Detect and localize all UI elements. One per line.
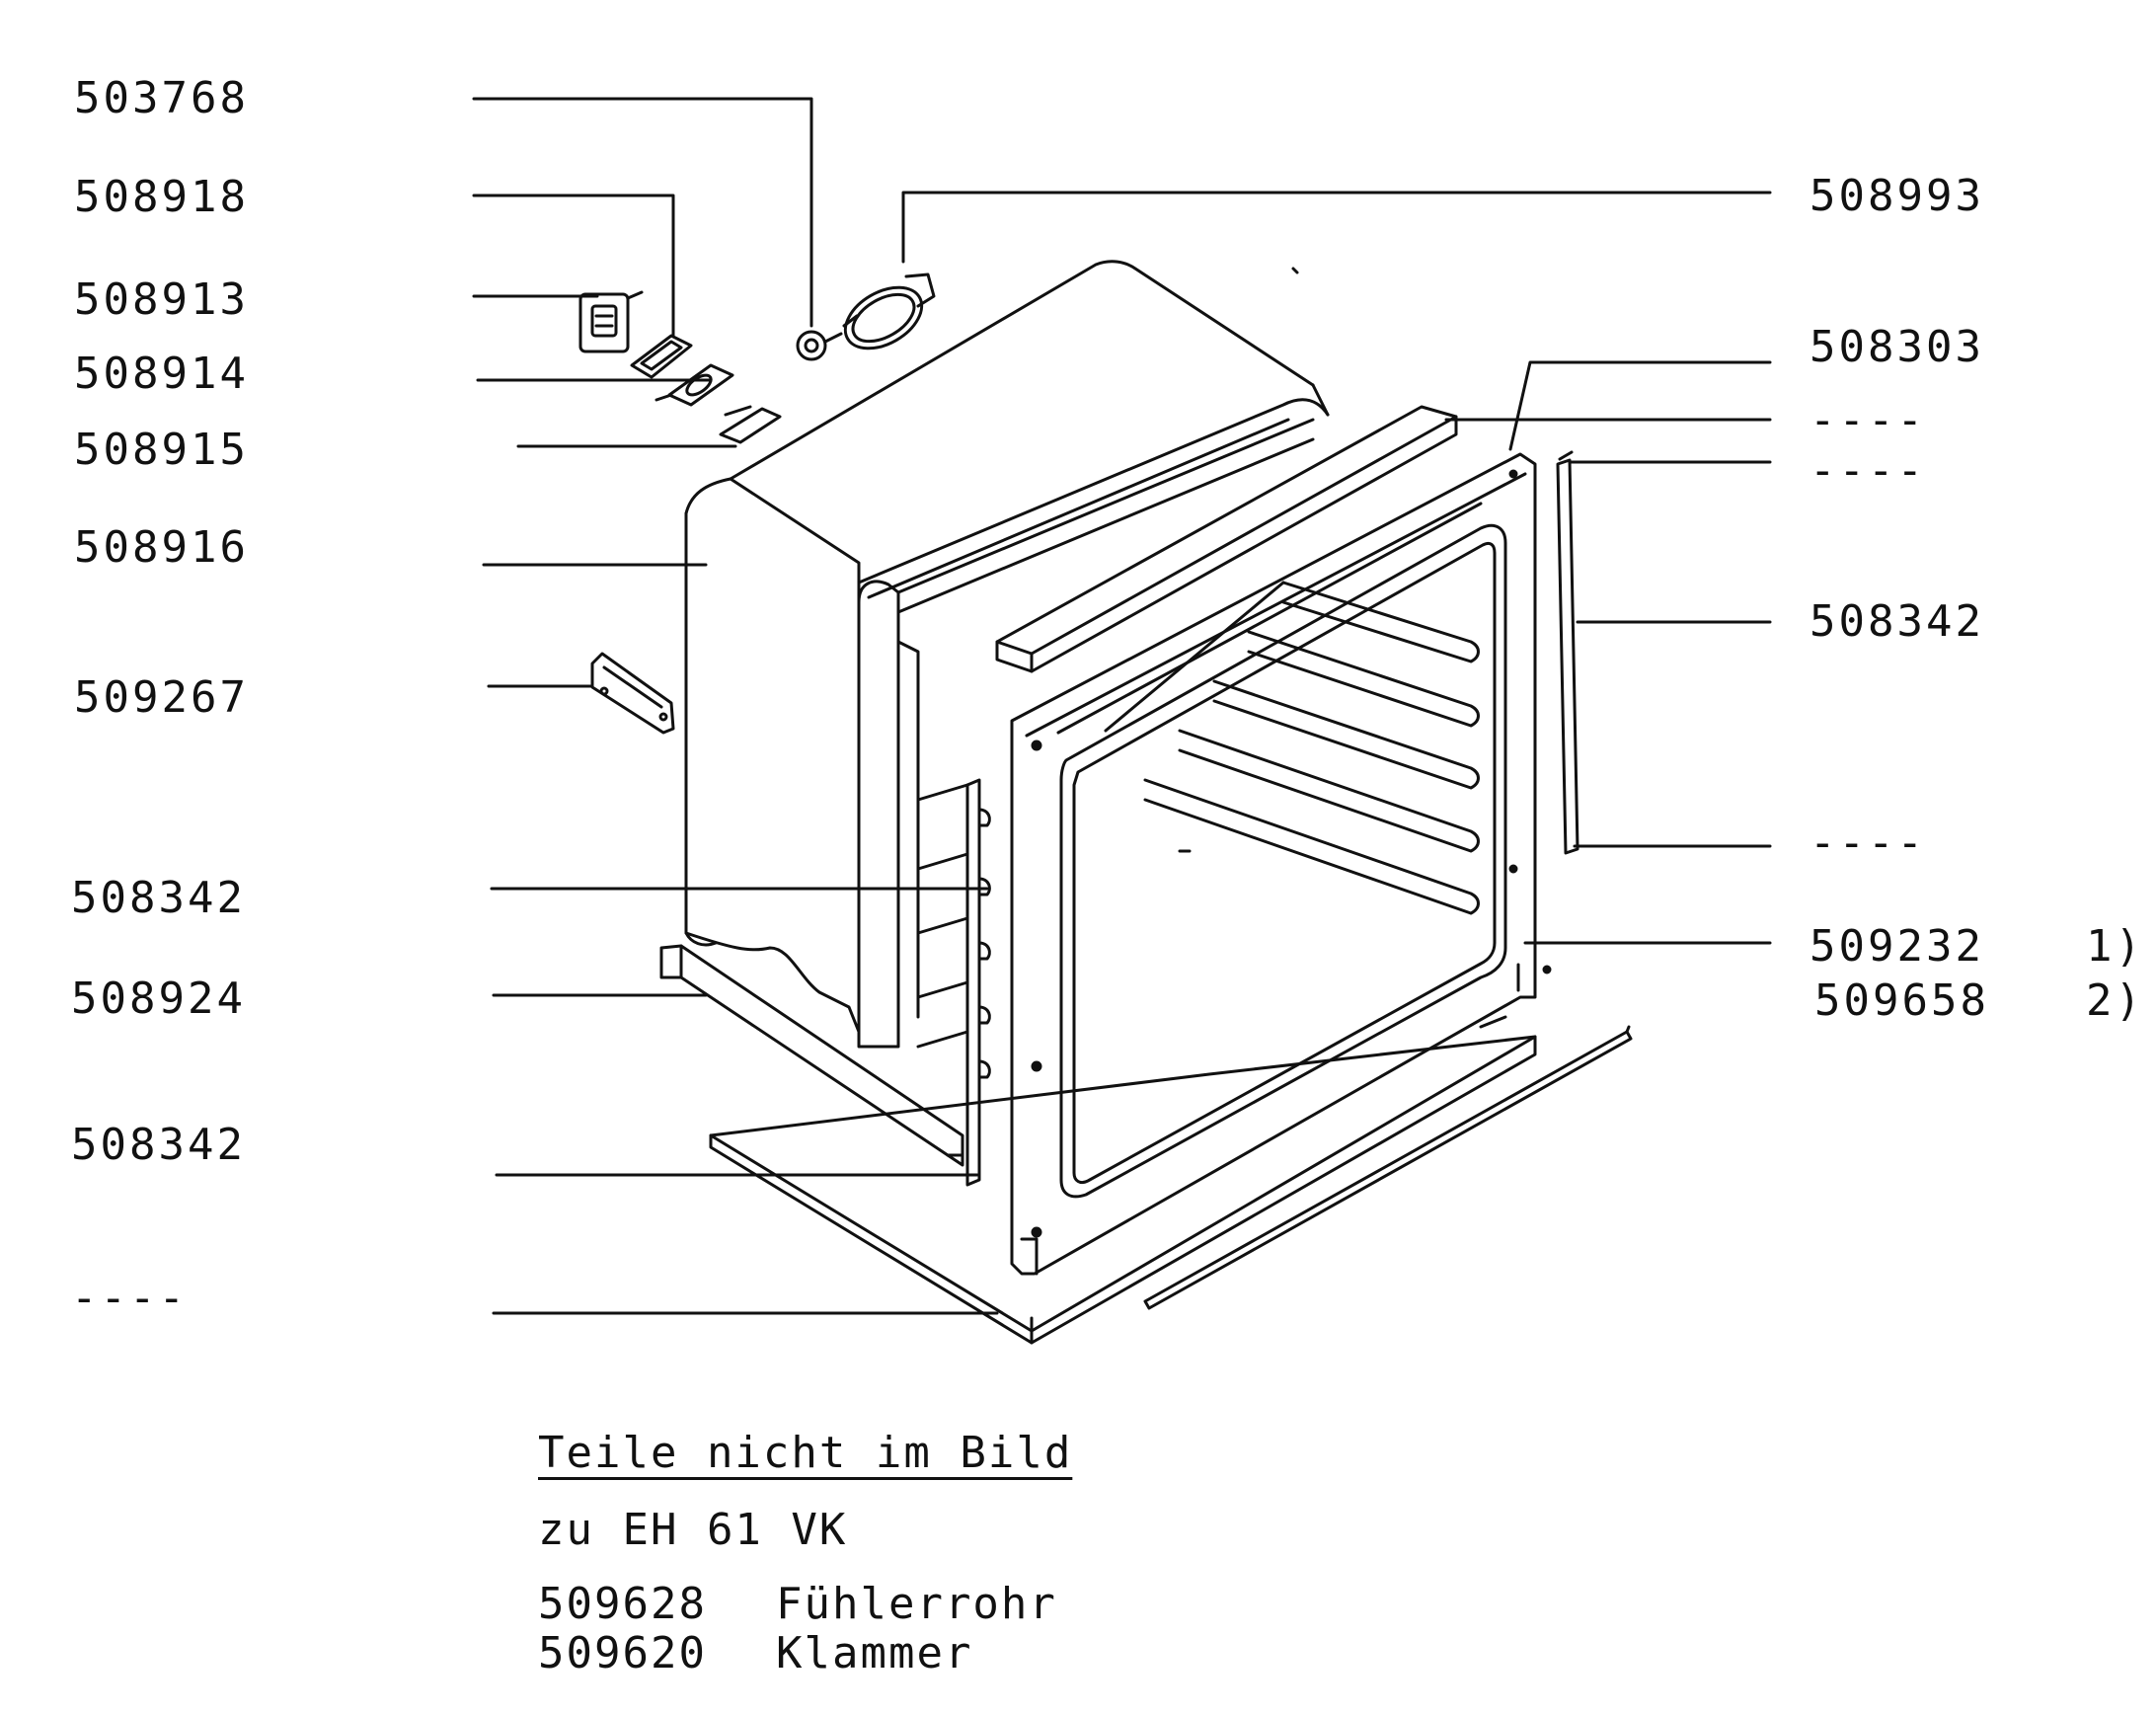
notes-item-part-1: 509628	[538, 1579, 707, 1629]
leader-508303	[1510, 362, 1770, 449]
label-508993: 508993	[1810, 171, 1984, 221]
leader-lines-right	[903, 193, 1770, 943]
label-509267: 509267	[74, 672, 249, 723]
label-dash-r2: ----	[1810, 445, 1926, 496]
gasket-508918	[632, 336, 691, 377]
leader-503768	[474, 99, 811, 326]
label-508342-b: 508342	[71, 1120, 246, 1170]
footnote-mark-1: 1)	[2086, 921, 2144, 972]
rod-bottom	[1145, 1027, 1631, 1308]
label-509658: 509658	[1814, 975, 1989, 1026]
label-dash-r1: ----	[1810, 395, 1926, 445]
socket-508913	[580, 292, 642, 351]
label-508915: 508915	[74, 425, 249, 475]
notes-item-part-2: 509620	[538, 1628, 707, 1678]
notes-item-name-2: Klammer	[776, 1628, 973, 1678]
footnote-mark-2: 2)	[2086, 975, 2144, 1026]
side-rack-right-508342	[1558, 452, 1578, 853]
label-508342-c: 508342	[1810, 596, 1984, 647]
label-508918: 508918	[74, 172, 249, 222]
label-508913: 508913	[74, 274, 249, 325]
base-tray	[711, 1017, 1535, 1343]
notes-item-name-1: Fühlerrohr	[776, 1579, 1057, 1629]
label-509232: 509232	[1810, 921, 1984, 972]
top-trim-508303	[997, 407, 1456, 671]
label-dash-left: ----	[71, 1273, 188, 1323]
label-508916: 508916	[74, 522, 249, 573]
screw-503768	[798, 332, 841, 359]
lamp-cover-508993	[835, 274, 934, 361]
bottom-plate-508924	[661, 946, 962, 1165]
notes-title: Teile nicht im Bild	[538, 1428, 1073, 1478]
leader-lines-left	[474, 99, 997, 1313]
oven-housing-508916	[686, 262, 1328, 1047]
front-frame	[1012, 454, 1550, 1274]
bracket-508914	[656, 365, 732, 405]
lamp-508915	[721, 407, 780, 442]
label-503768: 503768	[74, 73, 249, 123]
leader-508993	[903, 193, 1770, 262]
label-508924: 508924	[71, 974, 246, 1024]
notes-subtitle: zu EH 61 VK	[538, 1505, 848, 1555]
side-rack-left-508342	[918, 780, 989, 1185]
leader-508918	[474, 195, 673, 336]
label-508303: 508303	[1810, 322, 1984, 372]
label-dash-r3: ----	[1810, 818, 1926, 868]
hinge-509267	[592, 654, 673, 733]
rack-guides	[1106, 583, 1479, 913]
label-508342-a: 508342	[71, 873, 246, 923]
label-508914: 508914	[74, 349, 249, 399]
